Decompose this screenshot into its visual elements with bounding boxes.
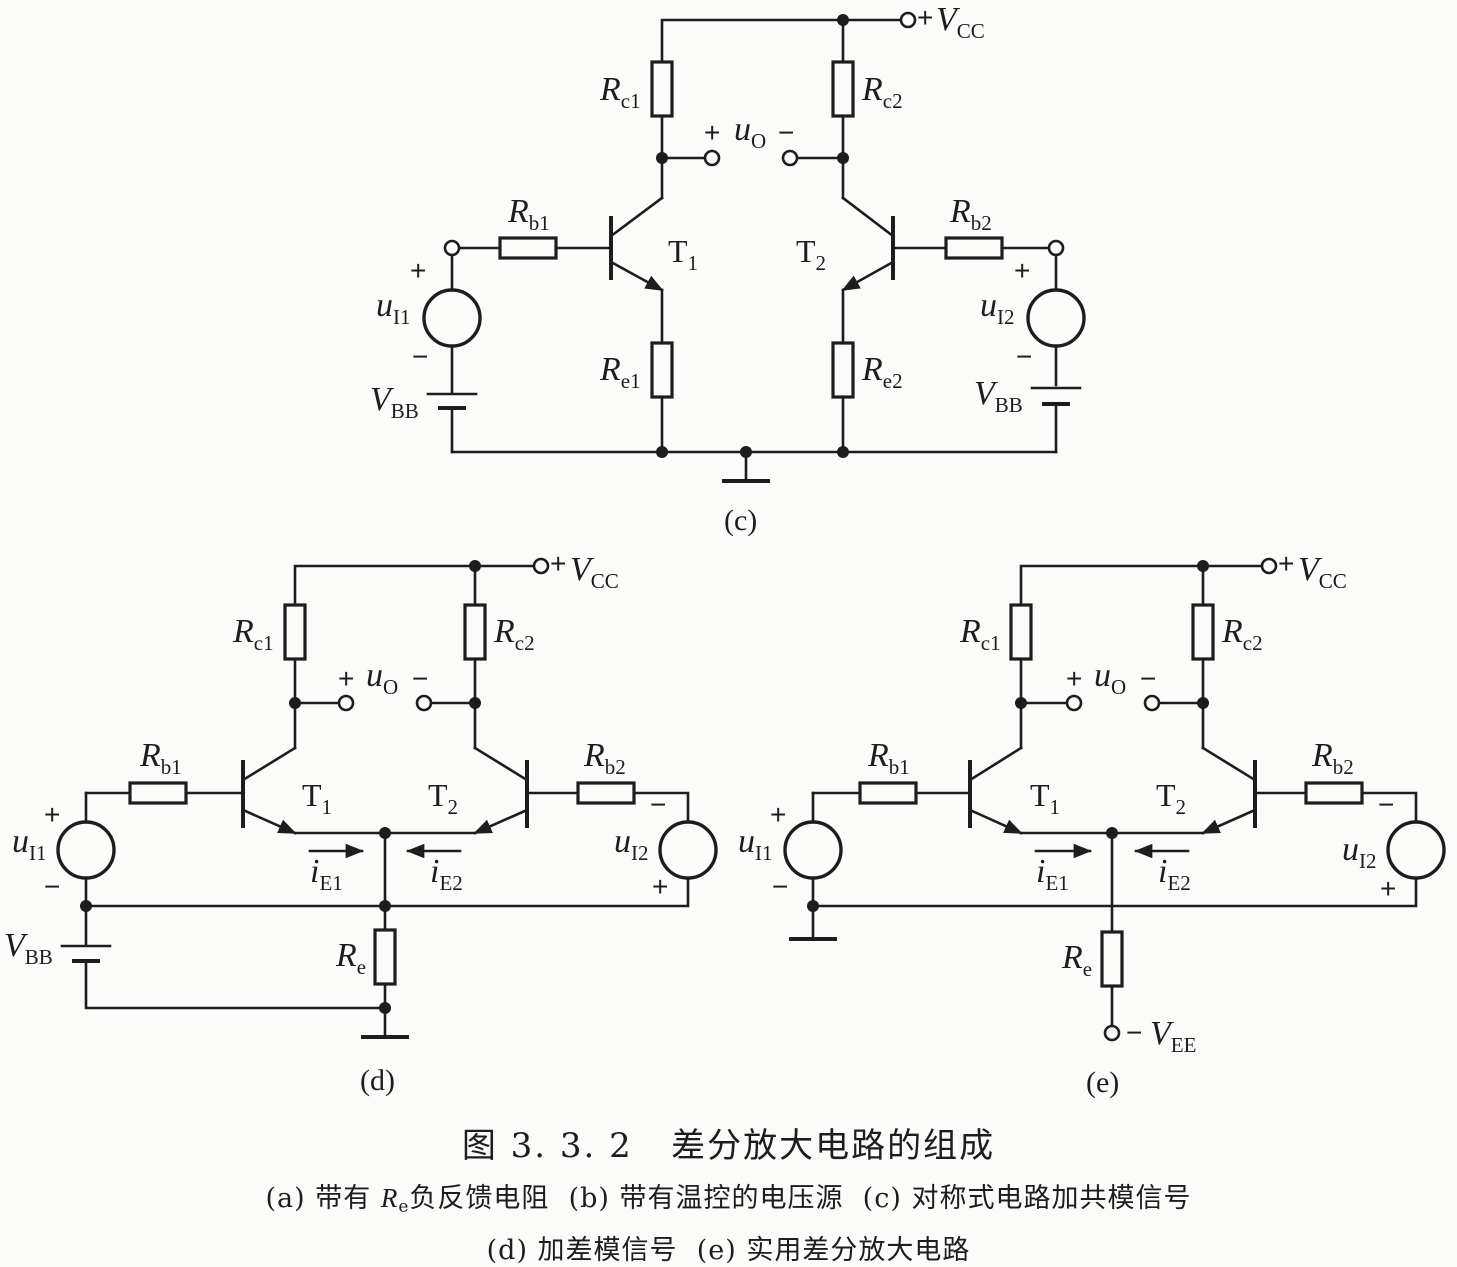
svg-text:Rb1: Rb1 (139, 737, 182, 779)
svg-text:iE2: iE2 (430, 853, 463, 895)
source-ui2 (1026, 288, 1086, 348)
svg-text:Rc1: Rc1 (232, 613, 274, 655)
svg-text:iE1: iE1 (310, 853, 343, 895)
svg-text:VBB: VBB (974, 375, 1023, 417)
svg-text:uI2: uI2 (614, 823, 649, 865)
svg-text:−: − (1140, 663, 1156, 694)
svg-text:uO: uO (734, 111, 766, 153)
svg-text:Rb1: Rb1 (867, 737, 910, 779)
circuit-e: + VCC Rc1 Rc2 + uO − Rb1 Rb2 T1 T2 + uI1… (738, 548, 1446, 1099)
transistor-t2 (841, 196, 895, 345)
svg-text:uI1: uI1 (738, 823, 773, 865)
svg-text:+: + (770, 799, 786, 830)
svg-text:−: − (1378, 789, 1394, 820)
svg-text:Re1: Re1 (599, 351, 641, 393)
svg-text:VBB: VBB (370, 381, 419, 423)
svg-text:Rb1: Rb1 (507, 193, 550, 235)
svg-text:VCC: VCC (570, 551, 619, 593)
svg-text:uI1: uI1 (12, 823, 47, 865)
output-terminal-minus (781, 149, 799, 167)
svg-text:T1: T1 (668, 233, 698, 275)
svg-text:−: − (650, 789, 666, 820)
svg-text:T2: T2 (1156, 777, 1186, 819)
svg-text:+: + (917, 2, 933, 33)
svg-text:VCC: VCC (936, 1, 985, 43)
svg-text:T1: T1 (302, 777, 332, 819)
resistor-rc1 (650, 60, 674, 118)
svg-text:Rc1: Rc1 (599, 71, 641, 113)
svg-text:+: + (1278, 548, 1294, 579)
svg-text:+: + (704, 117, 720, 148)
battery-vbb-left (426, 392, 478, 454)
svg-text:VCC: VCC (1298, 551, 1347, 593)
svg-text:−: − (778, 117, 794, 148)
svg-text:uO: uO (1094, 657, 1126, 699)
svg-text:Rc2: Rc2 (1221, 613, 1263, 655)
vcc-terminal (899, 11, 917, 29)
svg-text:T1: T1 (1030, 777, 1060, 819)
svg-text:Rc1: Rc1 (959, 613, 1001, 655)
svg-text:+: + (338, 663, 354, 694)
circuit-d: + VCC Rc1 Rc2 + uO − Rb1 Rb2 T1 T2 + uI1… (4, 548, 718, 1097)
svg-text:Rb2: Rb2 (949, 193, 992, 235)
resistor-rb2-d (576, 781, 636, 805)
svg-text:Re2: Re2 (861, 351, 903, 393)
source-ui1 (422, 288, 482, 348)
svg-text:+: + (550, 548, 566, 579)
svg-text:uO: uO (366, 657, 398, 699)
svg-text:−: − (412, 341, 428, 372)
svg-text:Rc2: Rc2 (861, 71, 903, 113)
resistor-re2 (831, 341, 855, 399)
svg-text:Re: Re (335, 937, 366, 979)
svg-text:T2: T2 (428, 777, 458, 819)
figure-caption-line1: (a) 带有 Re负反馈电阻 (b) 带有温控的电压源 (c) 对称式电路加共模… (265, 1183, 1192, 1217)
svg-text:Rc2: Rc2 (493, 613, 535, 655)
svg-text:T2: T2 (796, 233, 826, 275)
svg-text:Rb2: Rb2 (583, 737, 626, 779)
svg-text:+: + (652, 871, 668, 902)
subfigure-label-c: (c) (724, 504, 757, 537)
figure-title: 图 3. 3. 2 差分放大电路的组成 (461, 1126, 996, 1166)
svg-text:VEE: VEE (1150, 1015, 1196, 1057)
resistor-re1 (650, 341, 674, 399)
resistor-rb1 (498, 236, 558, 260)
svg-text:−: − (412, 663, 428, 694)
svg-text:+: + (410, 255, 426, 286)
svg-text:uI2: uI2 (980, 287, 1015, 329)
resistor-rb2 (944, 236, 1004, 260)
battery-vbb-right (1030, 386, 1082, 454)
svg-text:iE1: iE1 (1036, 853, 1069, 895)
resistor-rc1-d (283, 603, 307, 661)
svg-text:−: − (44, 871, 60, 902)
svg-text:+: + (1380, 873, 1396, 904)
svg-text:+: + (44, 799, 60, 830)
resistor-rc2-d (463, 603, 487, 661)
svg-text:Rb2: Rb2 (1311, 737, 1354, 779)
vee-terminal (1103, 1024, 1121, 1042)
svg-text:−: − (1126, 1017, 1142, 1048)
output-terminal-plus (703, 149, 721, 167)
resistor-re-d (373, 928, 397, 986)
svg-text:+: + (1014, 255, 1030, 286)
resistor-rc2 (831, 60, 855, 118)
svg-text:VBB: VBB (4, 927, 53, 969)
svg-text:+: + (1066, 663, 1082, 694)
subfigure-label-d: (d) (360, 1064, 395, 1097)
svg-text:iE2: iE2 (1158, 853, 1191, 895)
svg-text:Re: Re (1061, 939, 1092, 981)
figure-caption-line2: (d) 加差模信号 (e) 实用差分放大电路 (486, 1235, 971, 1266)
resistor-rb1-d (128, 781, 188, 805)
svg-text:uI2: uI2 (1342, 831, 1377, 873)
subfigure-label-e: (e) (1086, 1066, 1119, 1099)
svg-text:−: − (772, 871, 788, 902)
svg-text:−: − (1016, 341, 1032, 372)
circuit-c: + VCC Rc1 Rc2 + uO − Rb1 Rb2 T1 T2 + uI1… (370, 1, 1086, 537)
svg-text:uI1: uI1 (376, 287, 411, 329)
transistor-t1 (609, 196, 664, 345)
